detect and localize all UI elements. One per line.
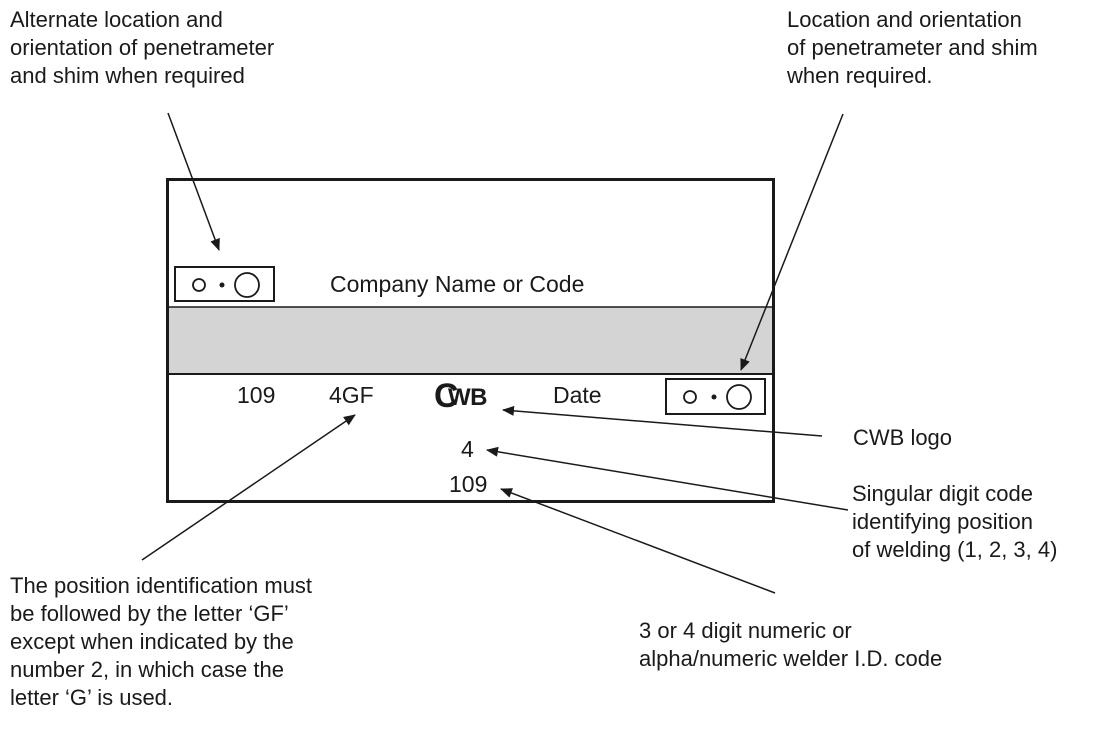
note-gf-rule: The position identification must be foll… (10, 573, 313, 710)
date-label: Date (553, 382, 602, 408)
company-name-label: Company Name or Code (330, 271, 585, 297)
cwb-logo-c: C (434, 377, 459, 415)
penetrameter-shim-symbol (665, 378, 766, 415)
arrow-alternate-location (167, 112, 220, 251)
note-location: Location and orientation of penetrameter… (787, 7, 1038, 88)
arrow-cwb-logo (502, 405, 823, 437)
note-alternate-location: Alternate location and orientation of pe… (10, 7, 275, 88)
note-welder-id: 3 or 4 digit numeric or alpha/numeric we… (639, 618, 943, 671)
shaded-band (169, 307, 772, 374)
cwb-logo-text: WB (448, 384, 487, 411)
position-digit-label: 4 (461, 436, 474, 462)
note-position-digit: Singular digit code identifying position… (852, 481, 1058, 562)
arrow-welder-id (500, 488, 776, 594)
arrow-location (740, 113, 844, 371)
alternate-penetrameter-shim-symbol (174, 266, 275, 302)
arrow-position-digit (486, 446, 849, 511)
position-code-label: 4GF (329, 382, 374, 408)
welder-code-lower-label: 109 (449, 471, 488, 497)
note-cwb-logo: CWB logo (853, 425, 953, 450)
cwb-logo: C WB (434, 377, 496, 417)
welder-code-label: 109 (237, 382, 276, 408)
arrow-position-code (141, 414, 356, 561)
